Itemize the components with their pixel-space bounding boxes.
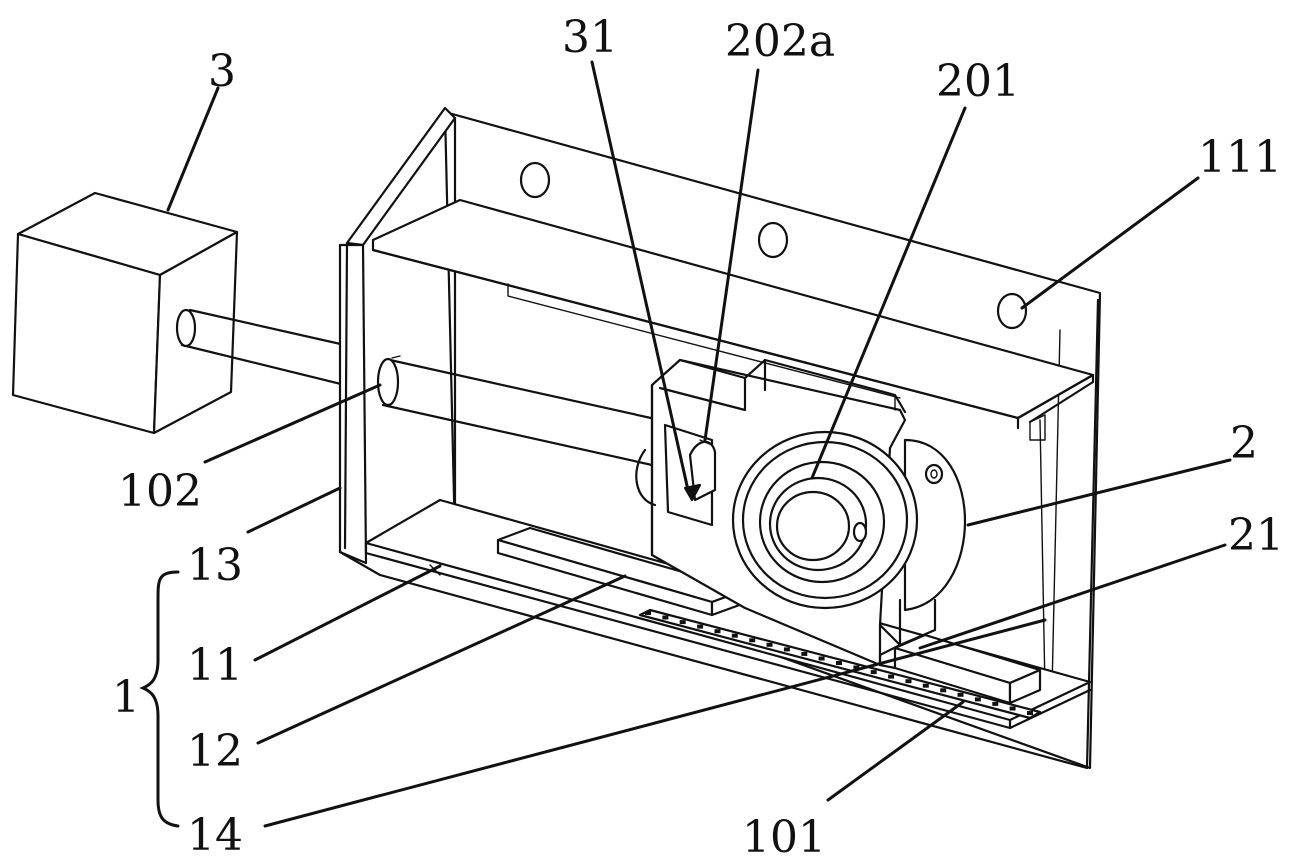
scale-tick <box>645 611 651 615</box>
label-201: 201 <box>936 56 1020 107</box>
leader-12 <box>256 574 627 745</box>
scale-tick <box>836 661 842 665</box>
leader-101 <box>826 700 965 802</box>
label-14: 14 <box>187 810 243 861</box>
label-13: 13 <box>187 540 243 591</box>
label-12: 12 <box>187 726 243 777</box>
scale-tick <box>905 679 912 684</box>
carriage-body <box>635 358 967 670</box>
leader-3 <box>166 86 220 212</box>
scale-tick <box>1009 706 1016 711</box>
label-111: 111 <box>1198 132 1282 183</box>
scale-tick <box>679 620 686 625</box>
label-101: 101 <box>742 812 826 863</box>
label-2: 2 <box>1230 418 1258 469</box>
scale-tick <box>1027 711 1033 715</box>
scale-tick <box>714 629 721 634</box>
scale-tick <box>749 638 756 643</box>
scale-tick <box>974 697 981 702</box>
scale-tick <box>766 642 773 647</box>
scale-strip <box>638 608 1042 720</box>
scale-tick <box>922 683 929 688</box>
guide-rod <box>376 355 662 467</box>
scale-tick <box>957 692 964 697</box>
label-1: 1 <box>112 672 140 723</box>
label-21: 21 <box>1228 510 1284 561</box>
drive-box <box>11 191 239 435</box>
label-11: 11 <box>187 640 243 691</box>
label-31: 31 <box>562 12 618 63</box>
label-102: 102 <box>118 466 202 517</box>
leader-2 <box>966 458 1232 527</box>
leader-31 <box>590 60 690 492</box>
scale-tick <box>853 665 860 670</box>
scale-tick <box>870 670 877 675</box>
scale-tick <box>731 633 738 638</box>
scale-tick <box>662 615 669 620</box>
scale-tick <box>992 701 999 706</box>
leader-lines <box>166 60 1232 828</box>
slider-block <box>893 633 1042 705</box>
scale-tick <box>940 688 947 693</box>
leader-13 <box>246 486 342 534</box>
leader-202a <box>703 68 760 442</box>
label-202a: 202a <box>725 16 835 67</box>
scale-tick <box>697 624 704 629</box>
reference-labels: 3 31 202a 201 111 2 21 102 13 11 1 12 14… <box>112 12 1284 863</box>
leader-111 <box>1020 176 1200 310</box>
leader-21 <box>918 543 1227 650</box>
rack-bar <box>496 526 747 617</box>
scale-ticks <box>645 611 1033 715</box>
leader-11 <box>253 564 442 662</box>
drive-shaft <box>175 308 347 387</box>
label-3: 3 <box>208 46 236 97</box>
group-brace <box>139 570 180 828</box>
scale-tick <box>818 656 825 661</box>
scale-tick <box>801 651 808 656</box>
scale-tick <box>783 647 790 652</box>
leader-102 <box>203 383 382 464</box>
leader-14 <box>263 618 1047 828</box>
scale-tick <box>888 674 895 679</box>
leader-201 <box>810 106 967 480</box>
